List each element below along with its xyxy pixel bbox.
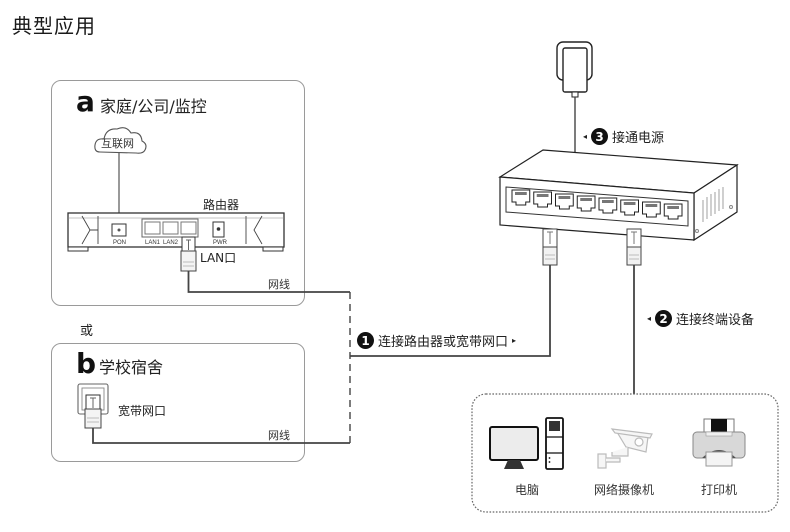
arrow-right-icon: ▸ [512, 336, 517, 345]
step-2-text: 连接终端设备 [676, 313, 755, 328]
port-label-lan2: LAN2 [163, 240, 179, 246]
switch-port-contacts [536, 194, 549, 197]
switch-port-contacts [623, 202, 636, 205]
switch-port-contacts [645, 204, 658, 207]
computer-icon [489, 417, 564, 470]
step-3-power-on: ◂ 3 接通电源 [583, 127, 664, 146]
arrow-left-icon: ◂ [647, 314, 652, 323]
panel-a-letter: a [76, 85, 95, 118]
router-rj45-plug-icon [180, 236, 197, 272]
power-adapter-icon [556, 41, 593, 98]
scenario-panel-home-office [51, 80, 305, 306]
page-title: 典型应用 [12, 14, 96, 38]
step-3-badge: 3 [591, 128, 609, 145]
router-label: 路由器 [203, 198, 240, 212]
or-label: 或 [80, 324, 94, 339]
internet-cloud-label: 互联网 [101, 137, 134, 150]
switch-port-contacts [667, 206, 679, 209]
printer-icon [692, 418, 746, 467]
wall-port-icon [77, 383, 109, 429]
device-label-ip-camera: 网络摄像机 [593, 483, 654, 497]
port-label-lan1: LAN1 [145, 240, 161, 246]
panel-a-heading: 家庭/公司/监控 [100, 97, 207, 116]
switch-port-contacts [602, 200, 614, 203]
cable-b-label: 网线 [268, 429, 290, 442]
lan-port-label: LAN口 [200, 251, 237, 265]
switch-port-contacts [515, 192, 527, 195]
panel-b-letter: b [76, 347, 97, 380]
switch-port-contacts [580, 198, 592, 201]
step-1-text: 连接路由器或宽带网口 [378, 335, 509, 350]
arrow-left-icon: ◂ [583, 132, 588, 141]
wall-port-label: 宽带网口 [118, 404, 167, 418]
step-1-connect-router: 1 连接路由器或宽带网口 ▸ [357, 331, 516, 350]
end-devices-group [471, 393, 779, 513]
device-label-printer: 打印机 [700, 483, 737, 497]
switch-plug-left-icon [542, 228, 558, 266]
switch-plug-right-icon [626, 228, 642, 266]
network-switch-icon [498, 149, 739, 242]
step-3-text: 接通电源 [612, 131, 665, 146]
internet-cloud-icon [94, 127, 147, 154]
ip-camera-icon [597, 428, 653, 469]
cable-a [187, 271, 350, 293]
step-2-badge: 2 [655, 310, 673, 327]
device-label-computer: 电脑 [514, 483, 539, 497]
switch-port-contacts [558, 196, 571, 199]
panel-b-heading: 学校宿舍 [99, 358, 164, 377]
router-icon [67, 212, 285, 252]
port-label-pon: PON [113, 240, 126, 246]
port-label-pwr: PWR [213, 240, 228, 246]
cable-b [92, 428, 350, 444]
step-2-connect-devices: ◂ 2 连接终端设备 [647, 309, 754, 328]
uplink-cable [350, 265, 551, 357]
step-1-badge: 1 [357, 332, 374, 349]
cable-a-label: 网线 [268, 278, 290, 291]
